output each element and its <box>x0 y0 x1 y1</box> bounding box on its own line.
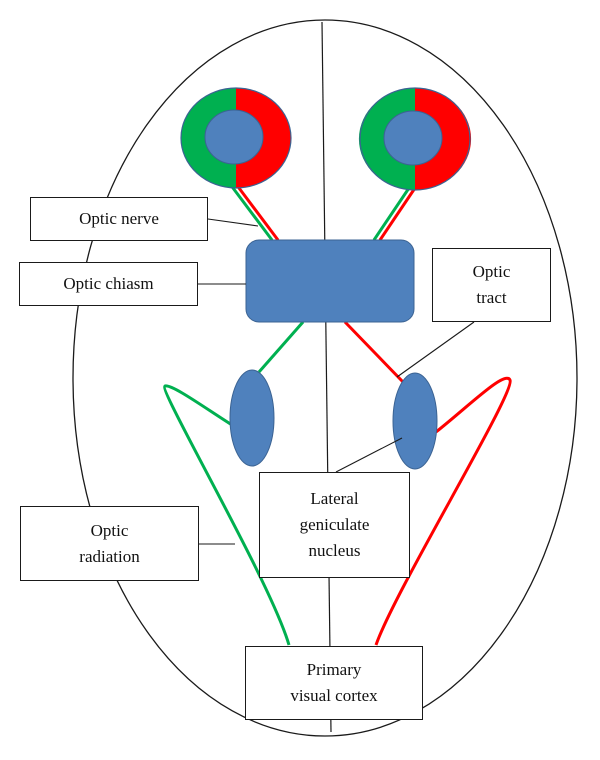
left-eye-rim <box>180 87 292 189</box>
left-optic-radiation-green <box>163 384 291 646</box>
right-optic-radiation-red <box>374 376 512 646</box>
right-eye-rim <box>359 87 471 191</box>
head-outline <box>72 19 578 737</box>
right-eye-temporal-half <box>415 88 472 190</box>
right-optic-nerve-red <box>378 187 417 241</box>
left-eye-temporal-half <box>236 88 291 188</box>
lateral-geniculate-nucleus-label: Lateral geniculate nucleus <box>259 472 410 578</box>
left-eye <box>180 87 292 189</box>
optic-tract-label: Optic tract <box>432 248 551 322</box>
right-optic-nerve-green <box>372 187 411 241</box>
right-eye-lens <box>383 110 443 166</box>
right-optic-tract-red <box>343 320 406 385</box>
left-optic-nerve-red <box>234 183 280 241</box>
left-optic-nerve-green <box>228 183 274 241</box>
right-eye <box>358 87 472 191</box>
optic-radiation-label: Optic radiation <box>20 506 199 581</box>
left-optic-tract-green <box>257 321 305 373</box>
pointer-lgn <box>335 437 403 473</box>
optic-chiasm-shape <box>245 239 415 323</box>
left-lateral-geniculate-nucleus <box>229 369 275 467</box>
midline <box>321 21 332 733</box>
pointer-optic-nerve <box>207 218 259 227</box>
pointer-optic-tract <box>396 321 475 378</box>
optic-nerve-label: Optic nerve <box>30 197 208 241</box>
right-lateral-geniculate-nucleus <box>392 372 438 470</box>
left-eye-lens <box>204 109 264 165</box>
optic-chiasm-label: Optic chiasm <box>19 262 198 306</box>
primary-visual-cortex-label: Primary visual cortex <box>245 646 423 720</box>
